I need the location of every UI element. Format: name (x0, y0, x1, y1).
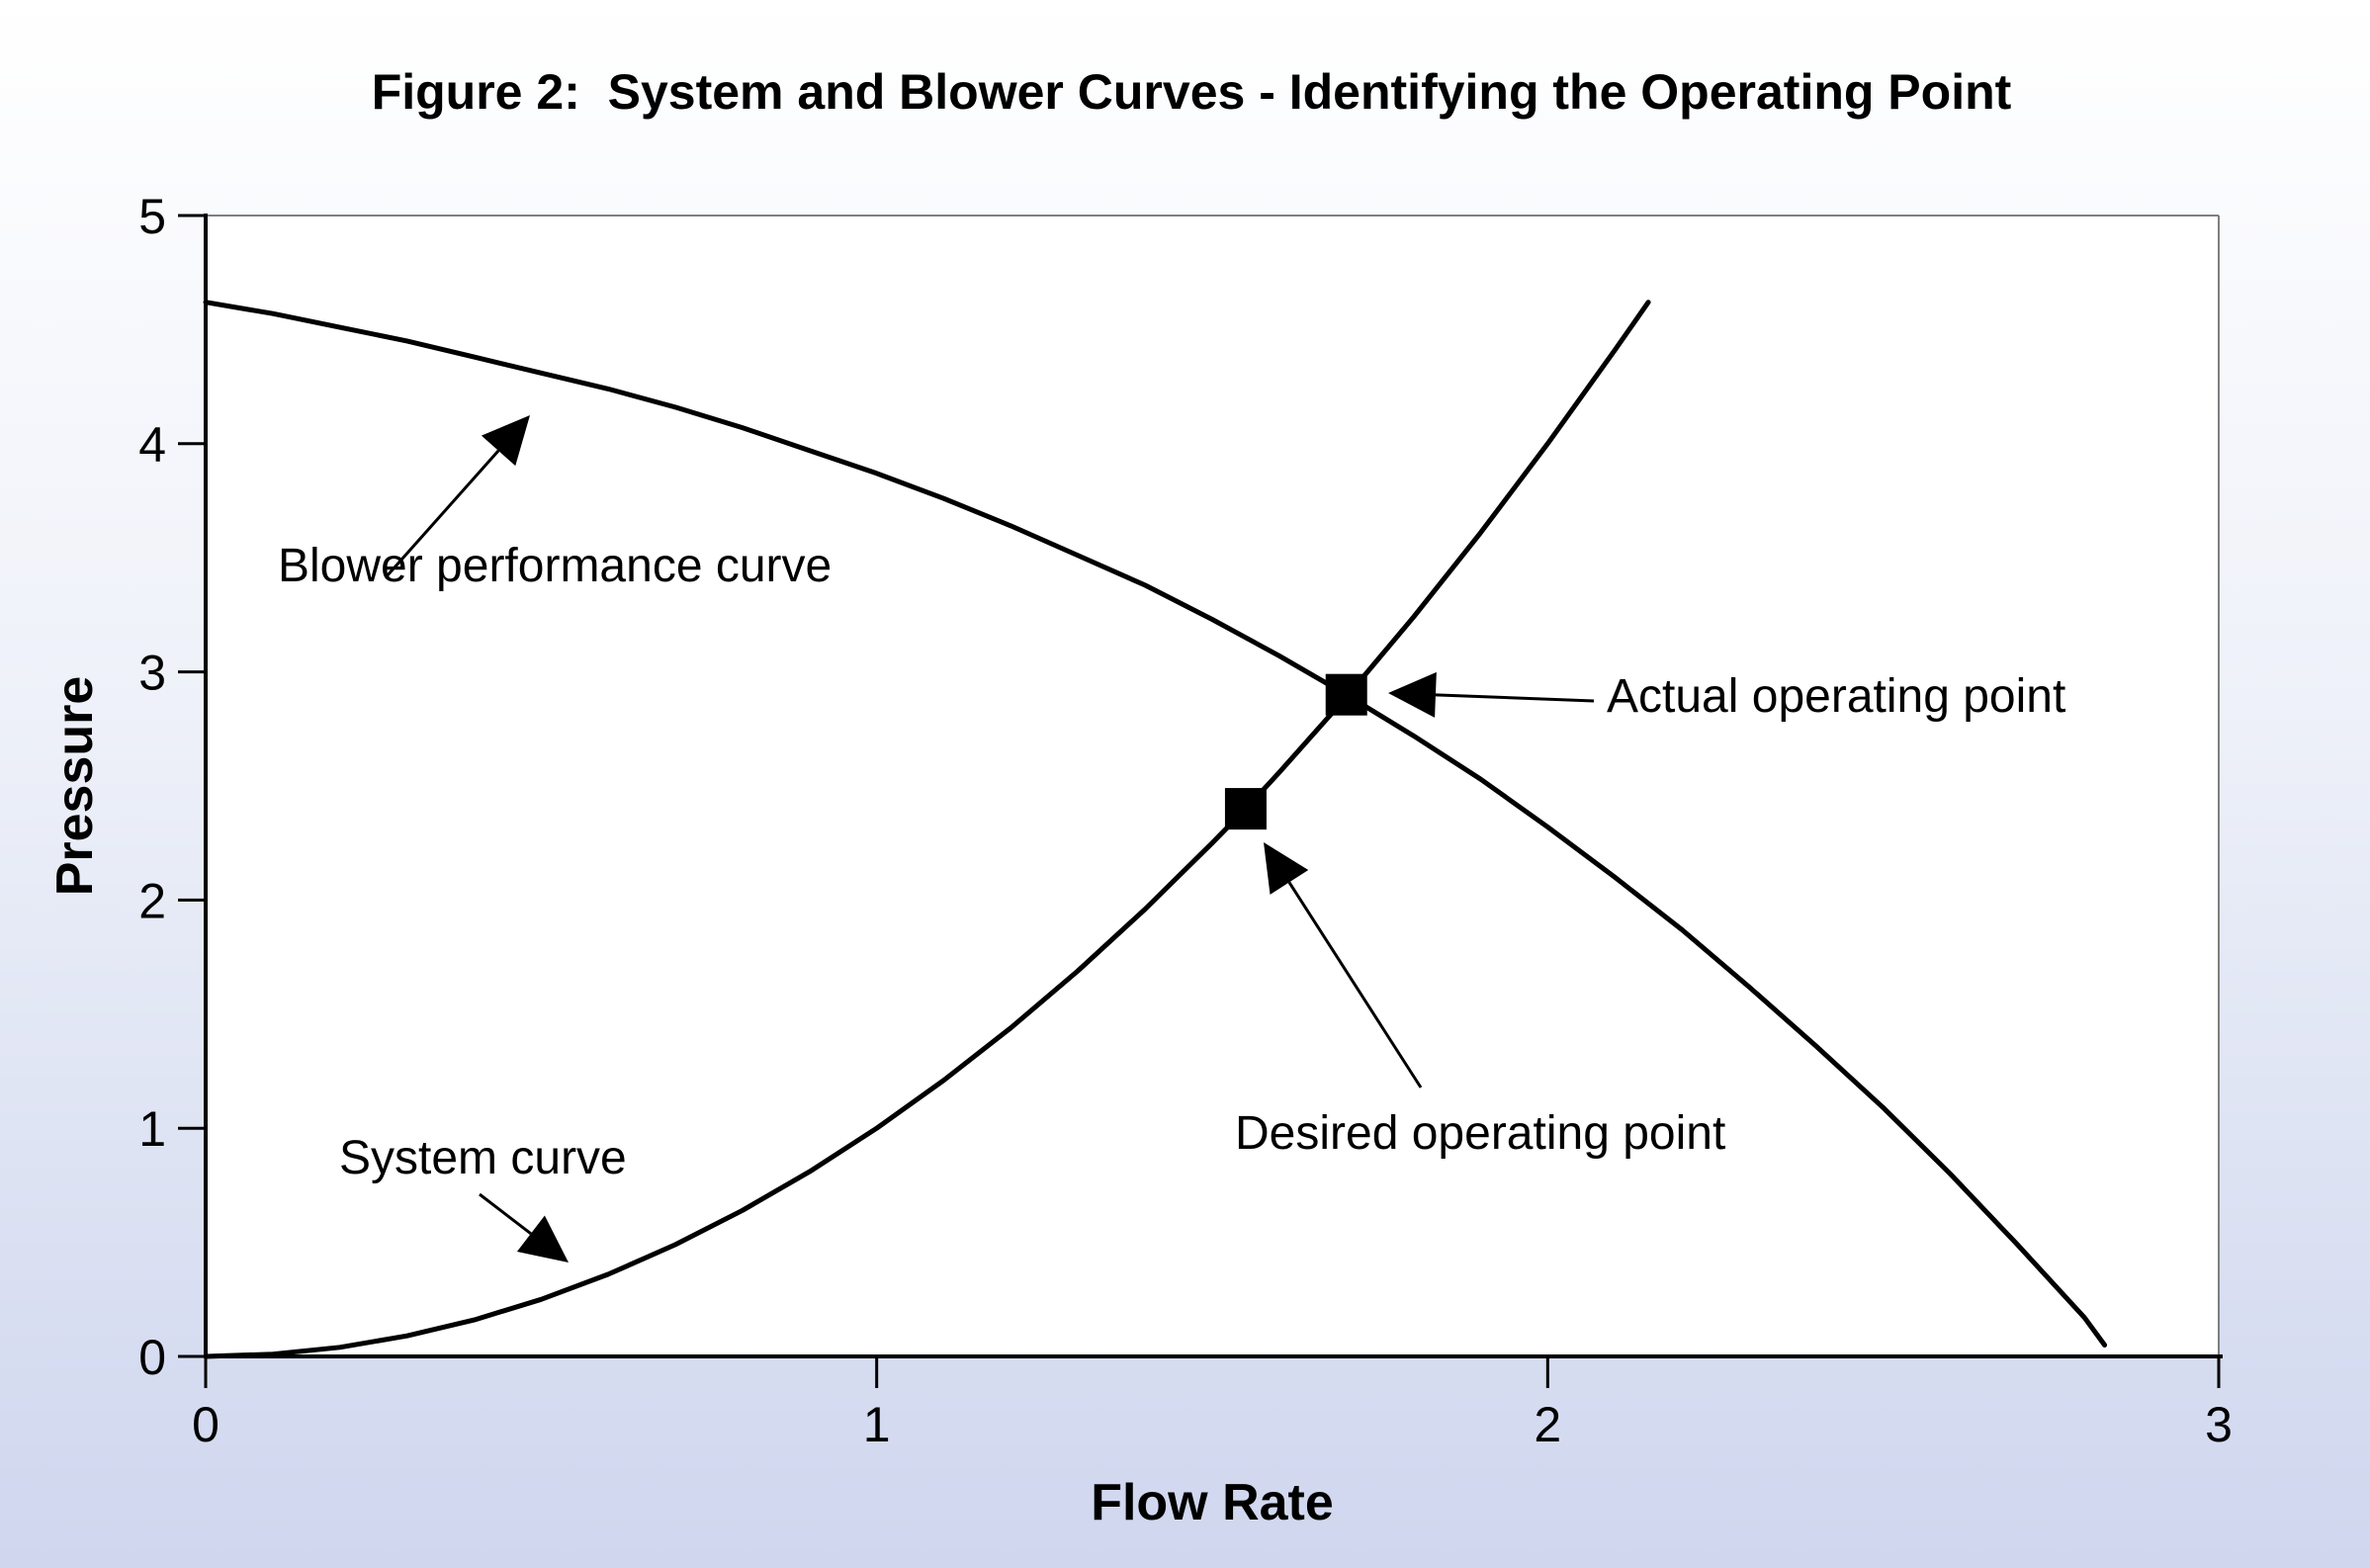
x-tick-label: 1 (863, 1397, 891, 1452)
chart-title: Figure 2: System and Blower Curves - Ide… (371, 64, 2012, 120)
blower-performance-curve-arrowhead-icon (481, 415, 530, 467)
y-tick-label: 5 (138, 189, 166, 244)
system-curve-arrowhead-icon (516, 1215, 569, 1263)
plot-area (206, 216, 2219, 1356)
y-tick-label: 3 (138, 646, 166, 701)
system-curve-label: System curve (339, 1132, 627, 1184)
y-axis-title: Pressure (46, 675, 104, 897)
blower-performance-curve-label: Blower performance curve (278, 540, 833, 592)
actual-operating-point-arrow-line (1435, 693, 1595, 703)
desired-operating-point-arrow-line (1287, 881, 1423, 1089)
x-tick-label: 0 (192, 1397, 219, 1452)
y-tick-label: 1 (138, 1101, 166, 1157)
actual-operating-point-arrowhead-icon (1388, 671, 1437, 718)
desired-operating-point-label: Desired operating point (1235, 1107, 1726, 1160)
system-curve-arrow-line (479, 1192, 532, 1235)
y-tick-label: 2 (138, 873, 166, 928)
blower-performance-curve-arrow-line (385, 449, 500, 577)
x-axis-title: Flow Rate (1091, 1474, 1334, 1531)
actual-operating-point-marker (1325, 673, 1367, 716)
desired-operating-point-arrowhead-icon (1264, 842, 1309, 895)
actual-operating-point-label: Actual operating point (1607, 670, 2066, 723)
blower-performance-curve (203, 300, 2108, 1348)
system-curve (203, 300, 1651, 1359)
x-tick-label: 3 (2205, 1397, 2233, 1452)
x-tick-label: 2 (1534, 1397, 1561, 1452)
y-tick-label: 4 (138, 417, 166, 473)
desired-operating-point-marker (1224, 788, 1267, 830)
y-tick-label: 0 (138, 1330, 166, 1385)
